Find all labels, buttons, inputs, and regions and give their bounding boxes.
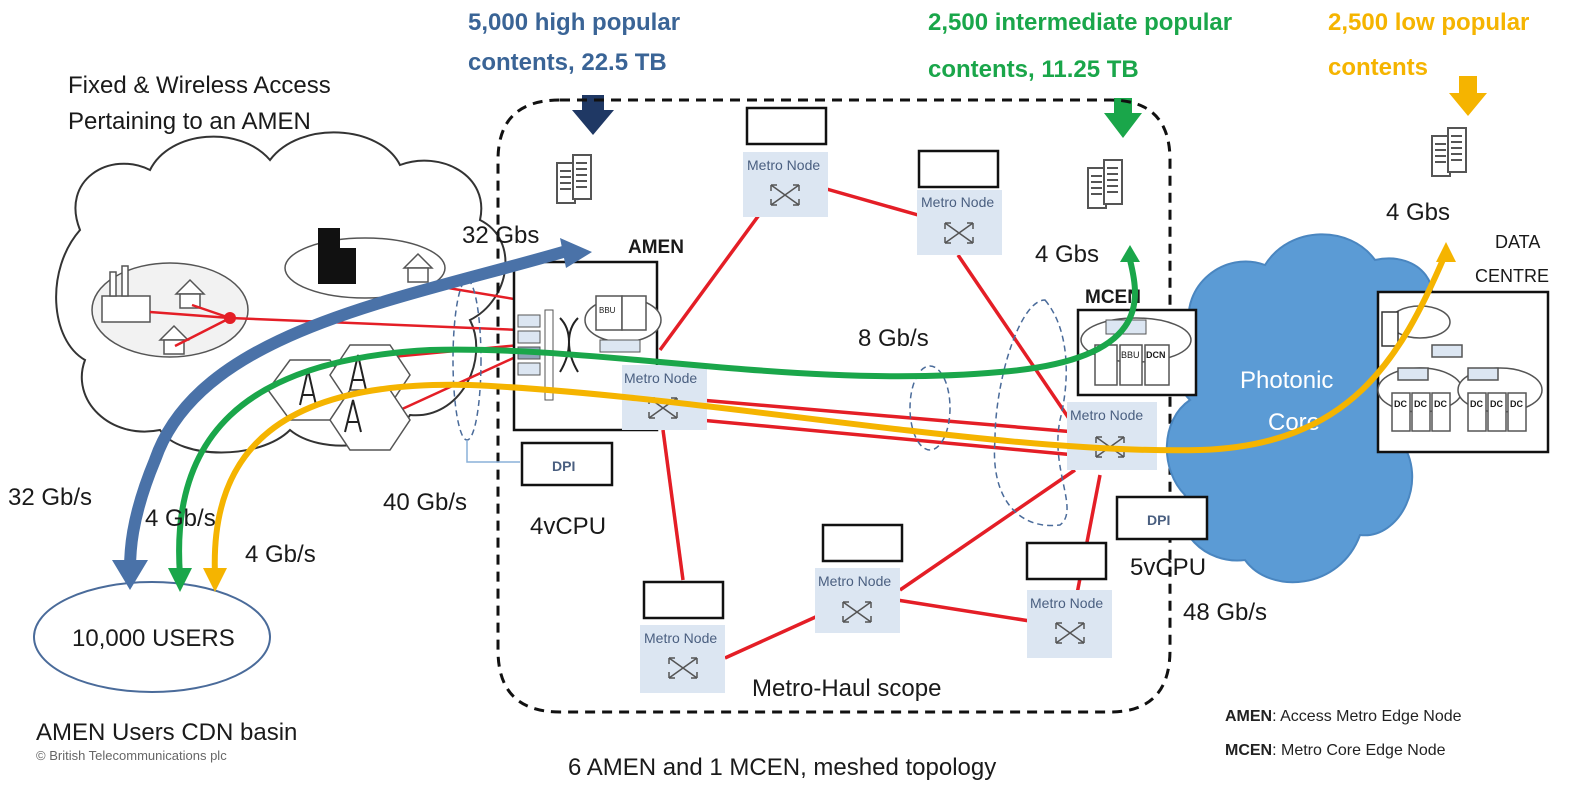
- mcen-label: MCEN: [1085, 287, 1141, 308]
- metro-link-ellipse: [909, 365, 951, 451]
- legend-mcen-term: MCEN: [1225, 742, 1273, 759]
- core-link-ellipse: [993, 299, 1068, 527]
- metro-node-amen: Metro Node: [622, 365, 707, 430]
- users-high-rate: 32 Gb/s: [8, 484, 92, 511]
- photonic-core-cloud: [1165, 233, 1433, 584]
- access-link-rate: 40 Gb/s: [383, 489, 467, 516]
- amen-label: AMEN: [628, 237, 684, 258]
- topology-caption: 6 AMEN and 1 MCEN, meshed topology: [568, 754, 996, 781]
- dc-label-2: DC: [1414, 399, 1427, 409]
- legend-mcen: MCEN: Metro Core Edge Node: [1225, 742, 1446, 760]
- intermediate-popular-flow: [176, 257, 1138, 578]
- low-popular-label-2: contents: [1328, 54, 1428, 81]
- dc-servers: [1391, 344, 1527, 432]
- access-junction: [224, 312, 236, 324]
- metro-node-label: Metro Node: [1030, 595, 1103, 611]
- access-title-line2: Pertaining to an AMEN: [68, 108, 311, 135]
- metro-node-label: Metro Node: [624, 370, 697, 386]
- dc-label-4: DC: [1470, 399, 1483, 409]
- data-centre-label-1: DATA: [1495, 232, 1540, 252]
- metro-node-label: Metro Node: [747, 157, 820, 173]
- data-centre-label-2: CENTRE: [1475, 266, 1549, 286]
- amen-cache-server-icon: [556, 154, 592, 204]
- low-popular-label-1: 2,500 low popular: [1328, 9, 1529, 36]
- house-icon-1: [174, 278, 206, 309]
- metro-node-label: Metro Node: [921, 194, 994, 210]
- mcen-bbu-label: BBU: [1121, 350, 1140, 360]
- metro-node-top-right: Metro Node: [917, 149, 1002, 255]
- high-popular-label-1: 5,000 high popular: [468, 9, 680, 36]
- scope-label: Metro-Haul scope: [752, 675, 941, 702]
- house-icon-3: [402, 252, 434, 283]
- amen-small-switch: [599, 339, 641, 353]
- mcen-cache-server-icon: [1087, 159, 1123, 209]
- copyright-label: © British Telecommunications plc: [36, 748, 227, 763]
- low-flow-arrowhead-users: [203, 568, 227, 592]
- amen-dpi-label: DPI: [552, 458, 575, 474]
- dc-label-1: DC: [1394, 399, 1407, 409]
- photonic-core-label-1: Photonic: [1240, 367, 1333, 394]
- mcen-server-rate: 4 Gbs: [1035, 241, 1099, 268]
- mcen-dpi-box: [1115, 495, 1209, 541]
- metro-node-label: Metro Node: [1070, 407, 1143, 423]
- dc-label-6: DC: [1510, 399, 1523, 409]
- intermediate-down-arrow-icon: [1104, 98, 1142, 138]
- dc-cache-server-icon: [1431, 127, 1467, 177]
- metro-node-label: Metro Node: [818, 573, 891, 589]
- low-flow-arrowhead-server: [1436, 242, 1456, 262]
- fixed-access-ellipse: [91, 262, 249, 358]
- intermediate-flow-arrowhead-users: [168, 568, 192, 592]
- dc-label-5: DC: [1490, 399, 1503, 409]
- high-flow-arrowhead-server: [560, 238, 592, 268]
- metro-haul-scope-boundary: [496, 98, 1172, 714]
- users-ellipse: [33, 581, 271, 693]
- metro-node-bottom-left: Metro Node: [640, 580, 725, 693]
- basin-label: AMEN Users CDN basin: [36, 719, 297, 746]
- tower-icons: [299, 354, 367, 433]
- amen-dpi-box: [520, 441, 614, 487]
- high-flow-arrowhead-users: [112, 560, 148, 590]
- mcen-dcn-label: DCN: [1146, 350, 1166, 360]
- amen-switch-glyph: [559, 317, 579, 373]
- intermediate-flow-arrowhead-server: [1120, 245, 1140, 262]
- access-title-line1: Fixed & Wireless Access: [68, 72, 331, 99]
- dc-server-rate: 4 Gbs: [1386, 199, 1450, 226]
- core-link-rate: 48 Gb/s: [1183, 599, 1267, 626]
- intermediate-popular-label-1: 2,500 intermediate popular: [928, 9, 1232, 36]
- users-low-rate: 4 Gb/s: [245, 541, 316, 568]
- mcen-bbu-server: [1119, 344, 1143, 386]
- high-popular-flow: [124, 244, 576, 576]
- legend-amen: AMEN: Access Metro Edge Node: [1225, 708, 1462, 726]
- high-popular-label-2: contents, 22.5 TB: [468, 49, 667, 76]
- users-label: 10,000 USERS: [72, 625, 235, 652]
- high-down-arrow-icon: [572, 95, 614, 135]
- legend-mcen-desc: : Metro Core Edge Node: [1272, 742, 1446, 759]
- amen-bbu-server-2: [621, 295, 647, 331]
- mcen-dpi-label: DPI: [1147, 512, 1170, 528]
- amen-server-rate: 32 Gbs: [462, 222, 539, 249]
- legend-amen-desc: : Access Metro Edge Node: [1272, 708, 1462, 725]
- amen-cpu-label: 4vCPU: [530, 513, 606, 540]
- metro-link-rate: 8 Gb/s: [858, 325, 929, 352]
- dpi-tap-line: [466, 440, 520, 463]
- users-intermediate-rate: 4 Gb/s: [145, 505, 216, 532]
- amen-bbu-label: BBU: [599, 306, 616, 315]
- metro-node-bottom-center: Metro Node: [815, 523, 904, 633]
- building-icon: [318, 228, 356, 284]
- low-down-arrow-icon: [1449, 76, 1487, 116]
- mcen-dcn-server: [1144, 344, 1170, 386]
- metro-node-bottom-right: Metro Node: [1025, 541, 1112, 658]
- dc-label-3: DC: [1434, 399, 1447, 409]
- legend-amen-term: AMEN: [1225, 708, 1273, 725]
- factory-icon: [101, 265, 151, 323]
- metro-node-mcen: Metro Node: [1067, 402, 1157, 470]
- dc-rack: [1381, 311, 1399, 347]
- metro-node-label: Metro Node: [644, 630, 717, 646]
- metro-node-top: Metro Node: [743, 106, 828, 217]
- mcen-cpu-label: 5vCPU: [1130, 554, 1206, 581]
- intermediate-popular-label-2: contents, 11.25 TB: [928, 56, 1139, 83]
- low-popular-flow: [211, 252, 1448, 578]
